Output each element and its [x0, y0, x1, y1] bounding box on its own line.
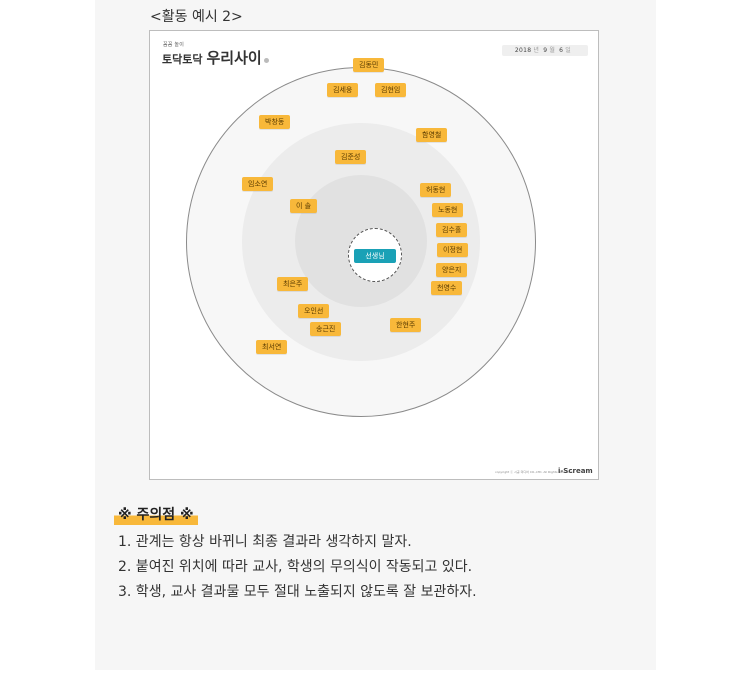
name-tag: 한현주: [390, 318, 422, 332]
brand-subtitle: 꼼꼼 놀이: [163, 42, 184, 48]
name-tag: 임소연: [242, 177, 274, 191]
name-tag: 천영수: [431, 281, 463, 295]
name-tag: 최은주: [277, 277, 309, 291]
name-tag: 이 솔: [290, 199, 318, 213]
name-tag: 김준성: [335, 150, 367, 164]
name-tag: 김현임: [375, 83, 407, 97]
activity-heading: <활동 예시 2>: [150, 9, 243, 25]
date-day-unit: 일: [565, 47, 572, 54]
date-month-unit: 월: [549, 47, 556, 54]
teacher-label: 선생님: [354, 249, 396, 263]
brand-dot-icon: [263, 57, 269, 63]
list-item: 1. 관계는 항상 바뀌니 최종 결과라 생각하지 말자.: [118, 534, 412, 550]
date-year-unit: 년: [533, 47, 540, 54]
date-year: 2018: [514, 47, 532, 54]
name-tag: 이정현: [437, 243, 469, 257]
caution-list: 1. 관계는 항상 바뀌니 최종 결과라 생각하지 말자. 2. 붙여진 위치에…: [118, 532, 477, 607]
list-item: 2. 붙여진 위치에 따라 교사, 학생의 무의식이 작동되고 있다.: [118, 559, 473, 575]
copyright-text: copyright ⓒ 시공 미디어 CO.,LTD. All Rights R…: [495, 470, 574, 474]
name-tag: 김세웅: [327, 83, 359, 97]
brand-prefix: 토닥토닥: [162, 53, 203, 66]
name-tag: 김동민: [353, 58, 385, 72]
name-tag: 오인선: [298, 304, 330, 318]
name-tag: 허동현: [420, 183, 452, 197]
caution-title: ※ 주의점 ※: [114, 506, 198, 525]
name-tag: 양은지: [436, 263, 468, 277]
date-month: 9: [543, 47, 548, 54]
name-tag: 박창동: [259, 115, 291, 129]
footer-logo: i-Scream: [558, 467, 593, 475]
date-day: 6: [559, 47, 564, 54]
name-tag: 노동현: [432, 203, 464, 217]
brand-title: 우리사이: [206, 49, 262, 67]
name-tag: 최서연: [256, 340, 288, 354]
name-tag: 김수홀: [436, 223, 468, 237]
name-tag: 함영철: [416, 128, 448, 142]
list-item: 3. 학생, 교사 결과물 모두 절대 노출되지 않도록 잘 보관하자.: [118, 584, 477, 600]
name-tag: 송근진: [310, 322, 342, 336]
